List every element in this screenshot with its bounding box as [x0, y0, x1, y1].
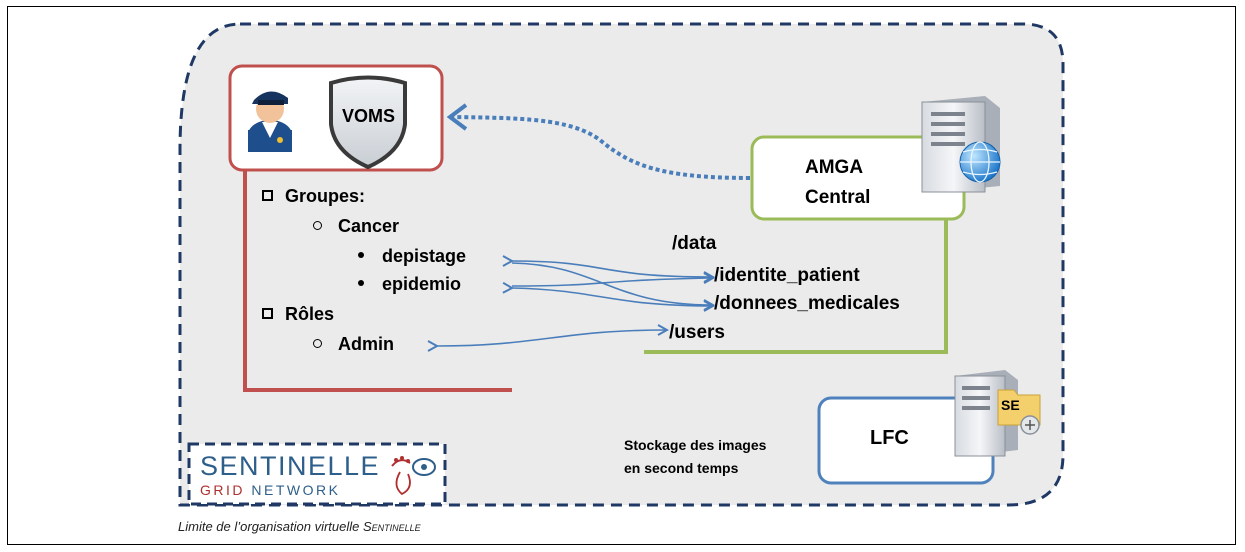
logo-subline: GRID NETWORK [200, 482, 340, 498]
roles-heading-text: Rôles [285, 304, 335, 324]
arrow-epidemio-donnees [512, 288, 713, 306]
circle-bullet [313, 221, 322, 230]
amga-label-line2: Central [805, 187, 871, 208]
logo-network: NETWORK [251, 482, 341, 498]
arrow-admin-users [437, 330, 667, 346]
lfc-label: LFC [870, 427, 909, 449]
checkbox-bullet [262, 190, 273, 201]
caption-emph: Sentinelle [362, 519, 421, 534]
voms-bracket [243, 170, 512, 392]
storage-note-line1: Stockage des images [624, 437, 767, 453]
amga-to-voms-arrowhead [446, 103, 468, 131]
path-identite-patient: /identite_patient [714, 265, 860, 286]
logo-grid: GRID [200, 482, 245, 498]
voms-shield-icon [329, 75, 407, 170]
figure-frame [7, 6, 1236, 545]
path-users: /users [669, 322, 725, 343]
circle-bullet [313, 339, 322, 348]
server-globe-icon [921, 96, 1001, 193]
server-se-icon [954, 370, 1041, 457]
groups-heading-text: Groupes: [285, 186, 366, 206]
sentinelle-emblem-icon [391, 456, 436, 496]
figure-caption: Limite de l’organisation virtuelle Senti… [178, 519, 421, 534]
path-data: /data [672, 233, 717, 254]
group-cancer: Cancer [313, 216, 399, 237]
amga-to-voms-arrow [451, 115, 751, 180]
subgroup-epidemio-text: epidemio [382, 274, 462, 294]
group-cancer-text: Cancer [338, 216, 400, 236]
dot-bullet [358, 252, 364, 258]
checkbox-bullet [262, 308, 273, 319]
arrow-depistage-identite [512, 261, 713, 277]
officer-icon [248, 91, 292, 152]
path-donnees-medicales: /donnees_medicales [714, 293, 900, 314]
subgroup-depistage-text: depistage [382, 246, 467, 266]
storage-note-line2: en second temps [624, 460, 739, 476]
path-link-arrows [437, 261, 713, 346]
subgroup-depistage: depistage [358, 246, 466, 267]
voms-label: VOMS [342, 106, 396, 126]
role-admin: Admin [313, 334, 394, 355]
amga-bracket [644, 218, 948, 354]
dot-bullet [358, 280, 364, 286]
amga-label-line1: AMGA [805, 157, 864, 178]
roles-heading: Rôles [262, 304, 334, 325]
logo-sentinelle: SENTINELLE [200, 451, 381, 481]
groups-heading: Groupes: [262, 186, 365, 207]
logo-frame [187, 442, 447, 506]
se-label: SE [1001, 397, 1020, 413]
caption-text: Limite de l’organisation virtuelle [178, 519, 363, 534]
subgroup-epidemio: epidemio [358, 274, 461, 295]
role-admin-text: Admin [338, 334, 394, 354]
